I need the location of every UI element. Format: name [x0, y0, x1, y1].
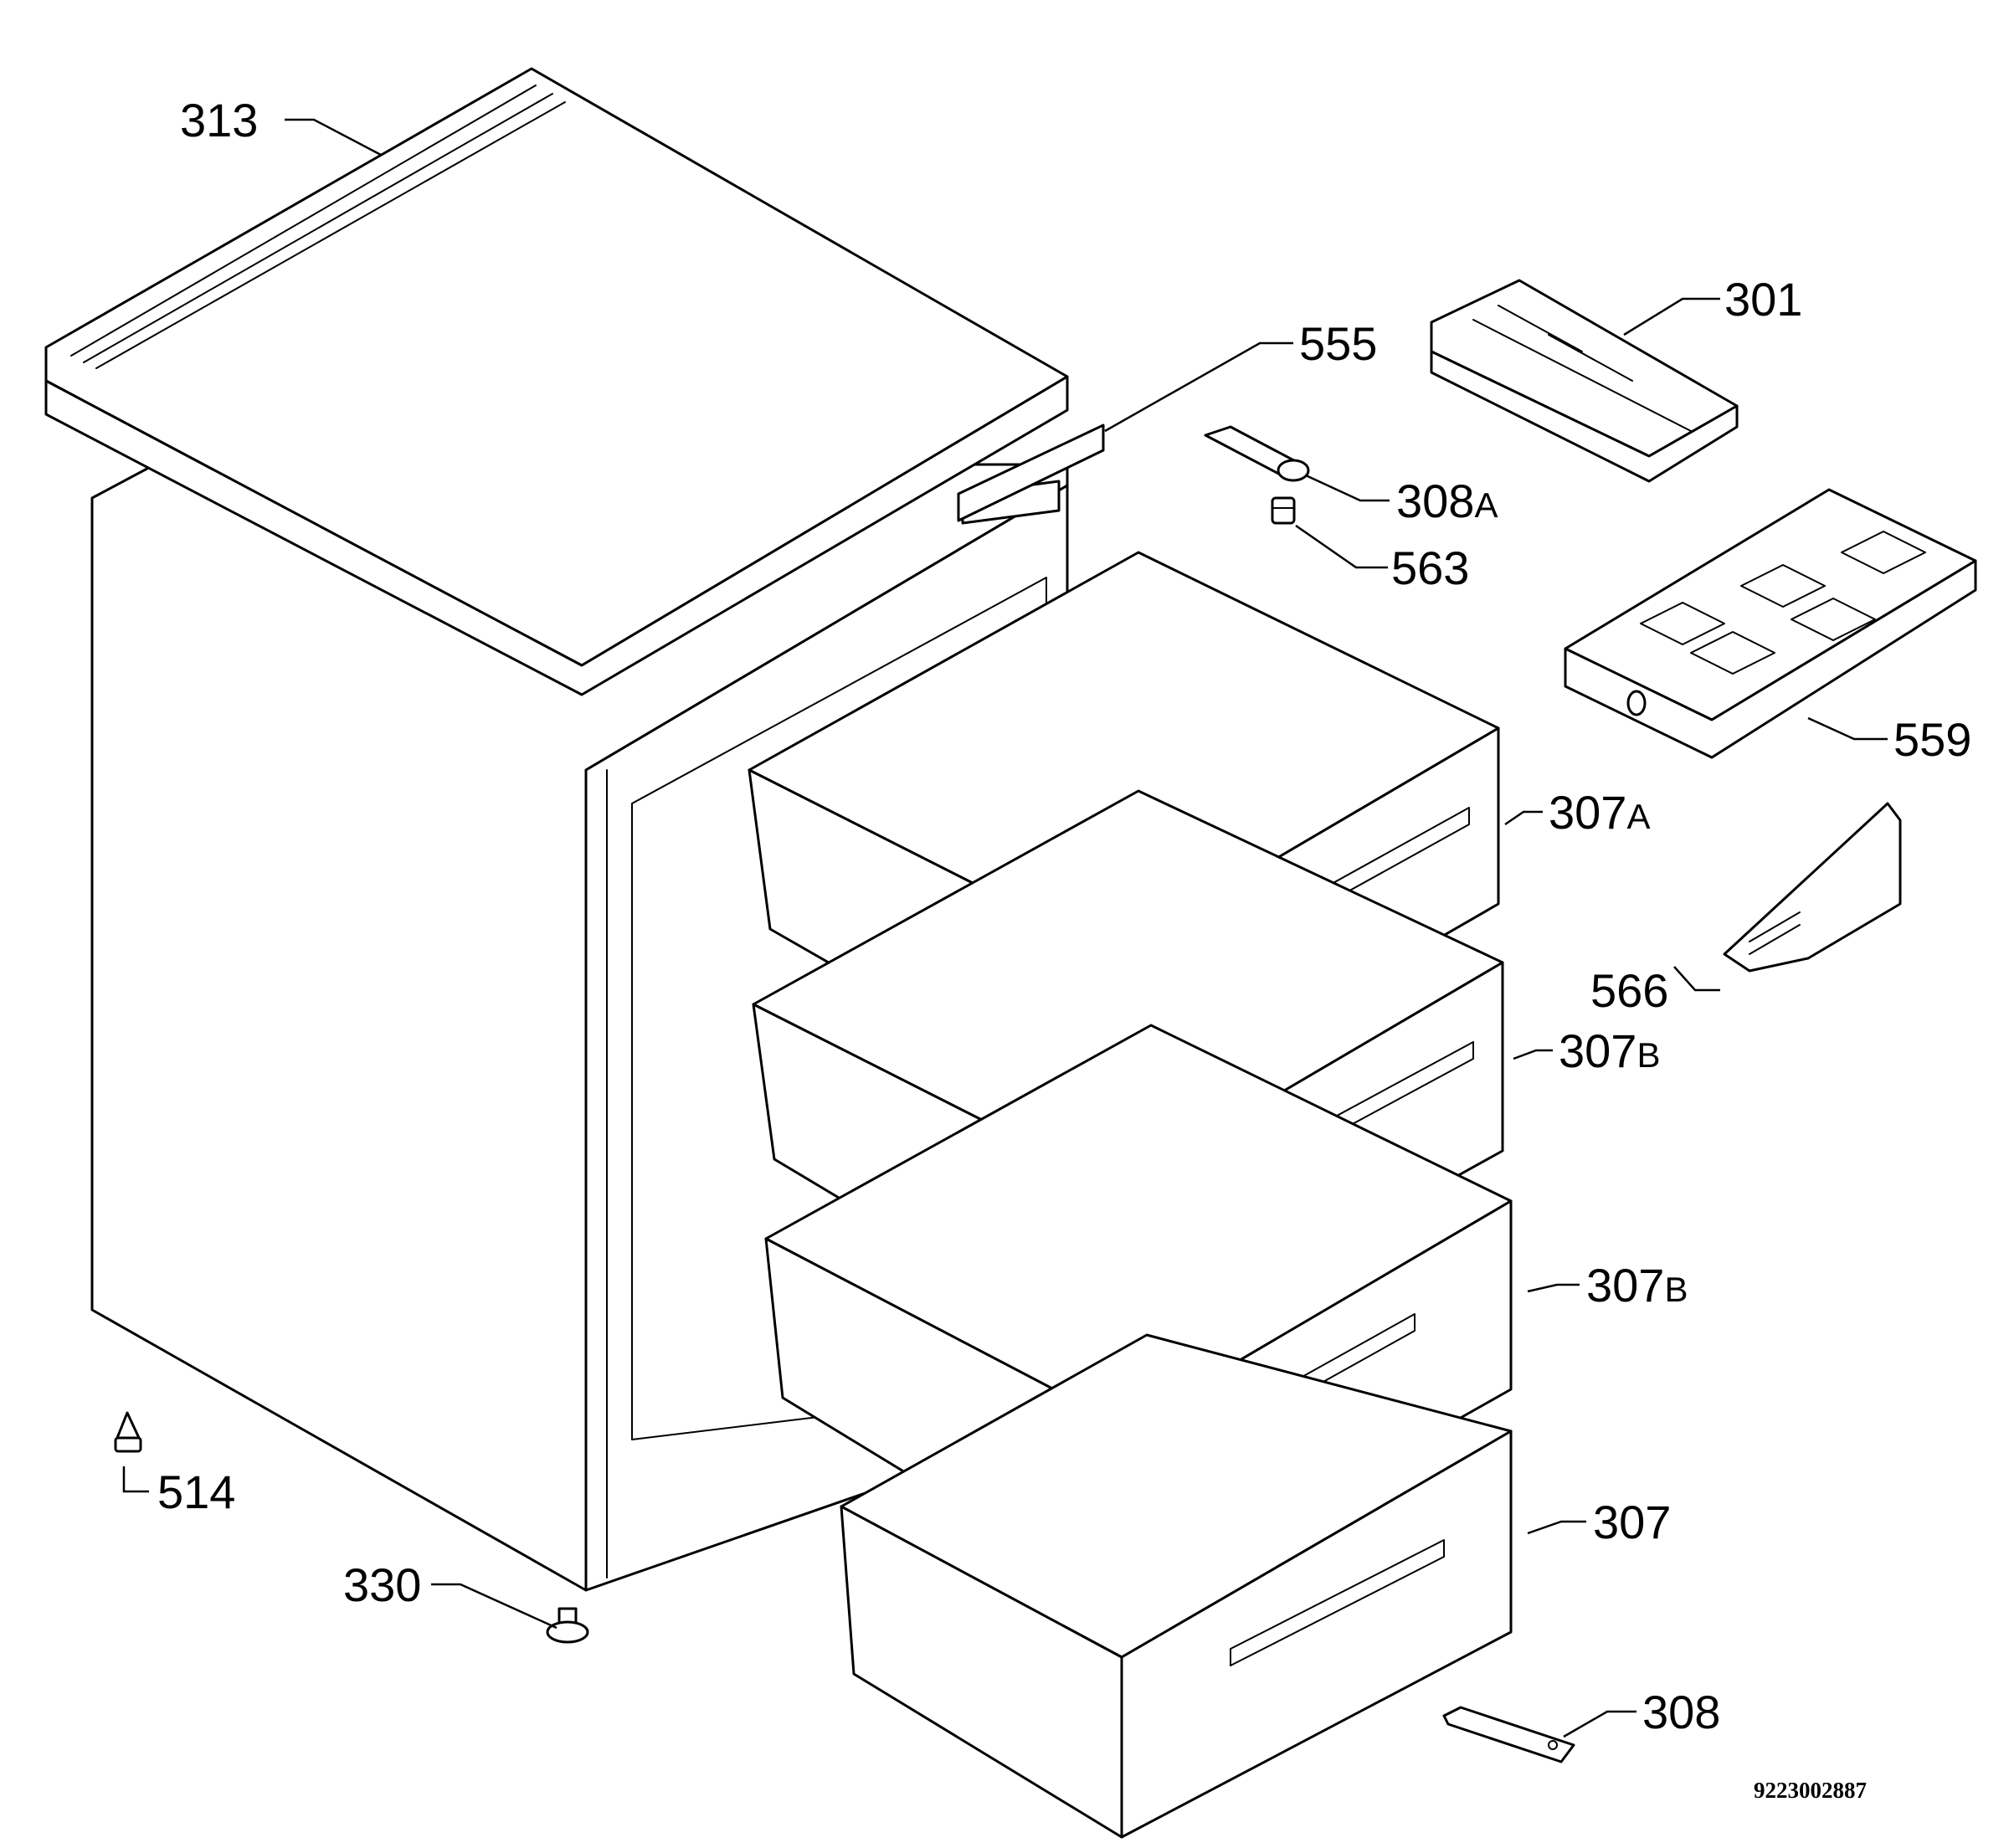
- label-301: 301: [1724, 273, 1802, 326]
- top-cover-313: [44, 67, 1069, 696]
- cold-accumulator-559: [1564, 488, 1977, 759]
- ice-scraper-566: [1723, 802, 1902, 973]
- label-307a: 307A: [1549, 786, 1650, 839]
- drawing-code: 9223002887: [1754, 1778, 1867, 1803]
- foot-cap-514: [114, 1411, 142, 1453]
- leader-lines: [122, 118, 1888, 1738]
- label-307b-lower: 307B: [1586, 1259, 1688, 1312]
- screw-563: [1271, 496, 1296, 525]
- ice-tray-301: [1430, 279, 1739, 483]
- label-308a: 308A: [1396, 475, 1498, 527]
- label-307b-upper: 307B: [1559, 1024, 1660, 1077]
- label-514: 514: [157, 1466, 235, 1518]
- adjustable-foot-330: [546, 1607, 589, 1644]
- label-330: 330: [343, 1558, 421, 1611]
- strip-555: [957, 424, 1105, 522]
- label-559: 559: [1893, 713, 1971, 766]
- hinge-308: [1442, 1706, 1575, 1763]
- part-labels: 313 301 555 308A 563 559 307A 566 307B 3…: [157, 94, 1971, 1738]
- label-563: 563: [1391, 542, 1469, 594]
- label-308: 308: [1642, 1686, 1720, 1738]
- label-313: 313: [180, 94, 258, 146]
- label-566: 566: [1590, 964, 1668, 1017]
- hinge-308a: [1204, 425, 1310, 482]
- label-307: 307: [1593, 1496, 1671, 1548]
- drawer-307: [840, 1333, 1513, 1839]
- label-555: 555: [1299, 317, 1377, 370]
